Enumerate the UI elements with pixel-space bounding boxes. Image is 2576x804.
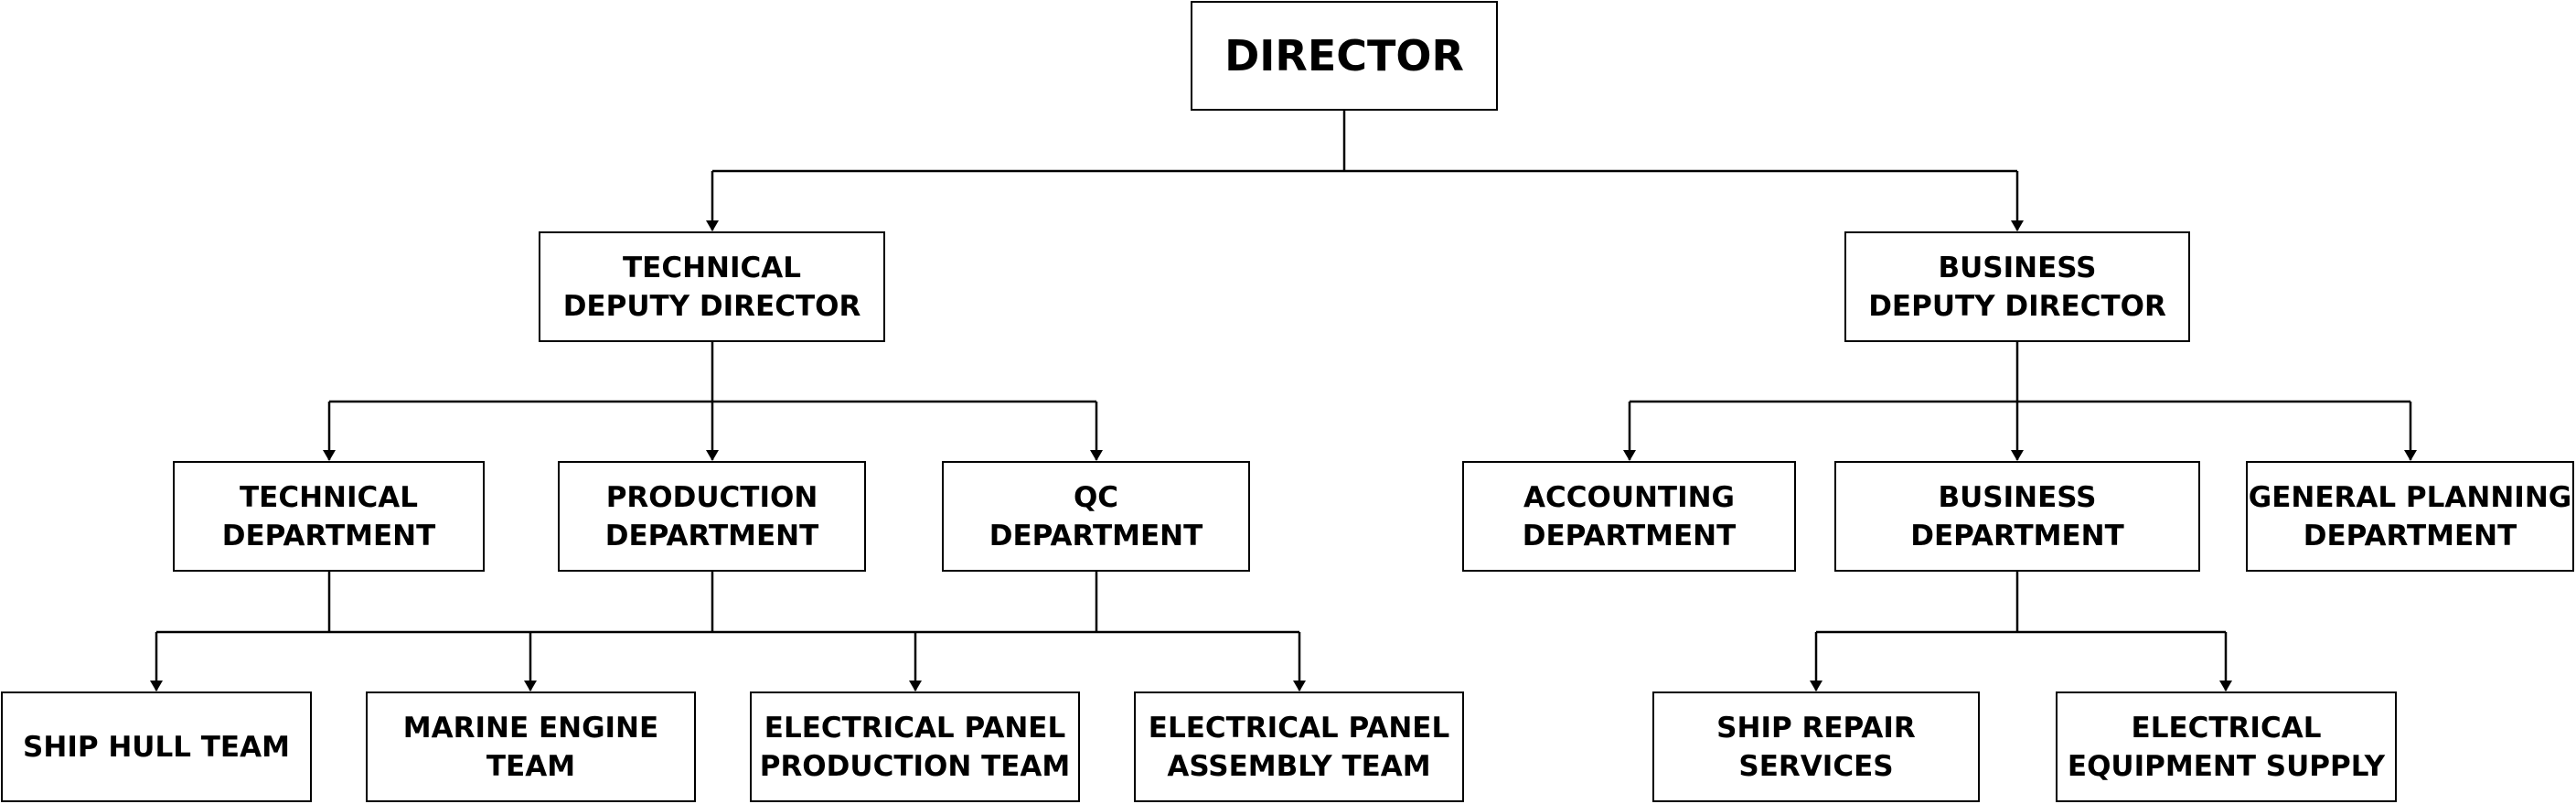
- node-production-department-line-1: PRODUCTION: [605, 480, 818, 514]
- node-technical-deputy-director-line-1: TECHNICAL: [623, 251, 801, 284]
- node-electrical-panel-assembly-team-line-2: ASSEMBLY TEAM: [1167, 749, 1431, 783]
- node-ship-repair-services-line-1: SHIP REPAIR: [1716, 711, 1916, 745]
- node-director: DIRECTOR: [1191, 1, 1498, 111]
- node-electrical-panel-production-team-line-2: PRODUCTION TEAM: [759, 749, 1071, 783]
- node-ship-hull-team-line-1: SHIP HULL TEAM: [23, 730, 290, 764]
- node-ship-repair-services-line-2: SERVICES: [1738, 749, 1894, 783]
- node-general-planning-department-line-2: DEPARTMENT: [2303, 519, 2517, 552]
- node-electrical-equipment-supply-line-2: EQUIPMENT SUPPLY: [2067, 749, 2386, 783]
- node-production-department: PRODUCTION DEPARTMENT: [558, 461, 866, 572]
- node-business-deputy-director: BUSINESS DEPUTY DIRECTOR: [1844, 231, 2190, 342]
- node-electrical-panel-assembly-team-line-1: ELECTRICAL PANEL: [1148, 711, 1450, 745]
- node-ship-repair-services: SHIP REPAIR SERVICES: [1652, 691, 1980, 802]
- node-business-department-line-2: DEPARTMENT: [1910, 519, 2124, 552]
- node-general-planning-department-line-1: GENERAL PLANNING: [2248, 480, 2572, 514]
- node-accounting-department-line-2: DEPARTMENT: [1522, 519, 1737, 552]
- node-technical-deputy-director: TECHNICAL DEPUTY DIRECTOR: [539, 231, 885, 342]
- node-electrical-equipment-supply: ELECTRICAL EQUIPMENT SUPPLY: [2056, 691, 2397, 802]
- node-technical-department: TECHNICAL DEPARTMENT: [173, 461, 485, 572]
- node-qc-department-line-1: QC: [1073, 480, 1119, 514]
- node-electrical-panel-production-team: ELECTRICAL PANEL PRODUCTION TEAM: [750, 691, 1080, 802]
- node-marine-engine-team-line-2: TEAM: [486, 749, 576, 783]
- node-electrical-panel-assembly-team: ELECTRICAL PANEL ASSEMBLY TEAM: [1134, 691, 1464, 802]
- node-marine-engine-team: MARINE ENGINE TEAM: [366, 691, 696, 802]
- node-technical-department-line-1: TECHNICAL: [240, 480, 418, 514]
- node-director-line-1: DIRECTOR: [1224, 31, 1464, 80]
- node-technical-deputy-director-line-2: DEPUTY DIRECTOR: [562, 289, 861, 323]
- node-accounting-department: ACCOUNTING DEPARTMENT: [1462, 461, 1796, 572]
- node-business-department: BUSINESS DEPARTMENT: [1834, 461, 2200, 572]
- node-electrical-equipment-supply-line-1: ELECTRICAL: [2131, 711, 2322, 745]
- node-marine-engine-team-line-1: MARINE ENGINE: [402, 711, 659, 745]
- node-technical-department-line-2: DEPARTMENT: [221, 519, 436, 552]
- node-business-department-line-1: BUSINESS: [1938, 480, 2097, 514]
- node-business-deputy-director-line-2: DEPUTY DIRECTOR: [1868, 289, 2166, 323]
- node-electrical-panel-production-team-line-1: ELECTRICAL PANEL: [764, 711, 1066, 745]
- node-qc-department-line-2: DEPARTMENT: [989, 519, 1203, 552]
- node-qc-department: QC DEPARTMENT: [942, 461, 1250, 572]
- node-ship-hull-team: SHIP HULL TEAM: [1, 691, 312, 802]
- node-general-planning-department: GENERAL PLANNING DEPARTMENT: [2246, 461, 2574, 572]
- node-production-department-line-2: DEPARTMENT: [604, 519, 819, 552]
- node-business-deputy-director-line-1: BUSINESS: [1938, 251, 2097, 284]
- node-accounting-department-line-1: ACCOUNTING: [1523, 480, 1736, 514]
